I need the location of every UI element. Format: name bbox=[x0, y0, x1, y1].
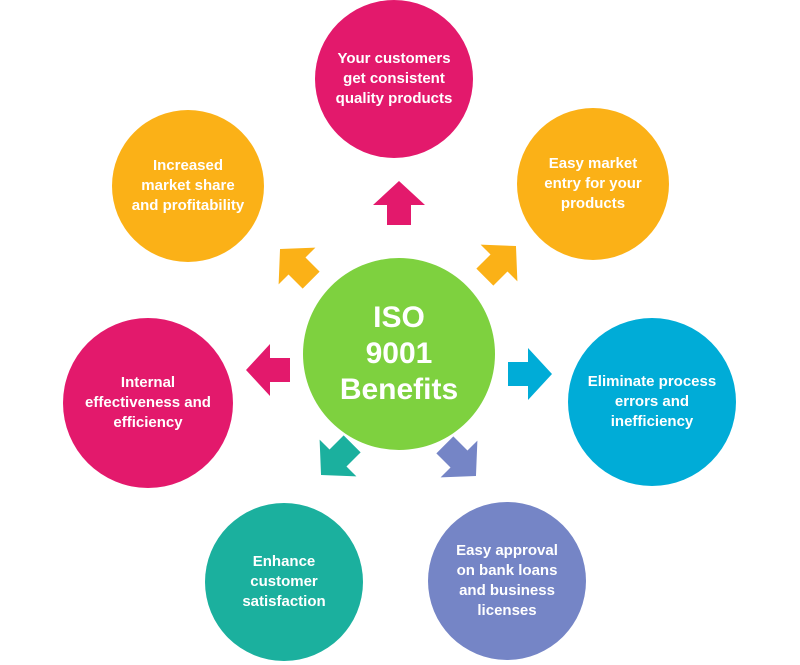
benefit-bubble-customer-satisfaction: Enhance customer satisfaction bbox=[205, 503, 363, 661]
benefit-text: Easy approval on bank loans and business… bbox=[456, 542, 558, 619]
benefit-bubble-eliminate-errors: Eliminate process errors and inefficienc… bbox=[568, 318, 736, 486]
benefit-text: Your customers get consistent quality pr… bbox=[335, 50, 453, 107]
arrow-up-right-icon bbox=[466, 227, 535, 296]
benefit-text: Increased market share and profitability bbox=[131, 157, 245, 214]
benefit-bubble-market-entry: Easy market entry for your products bbox=[517, 108, 669, 260]
center-title: ISO 9001 Benefits bbox=[324, 300, 474, 408]
arrow-up-left-icon bbox=[261, 230, 330, 299]
benefit-text: Enhance customer satisfaction bbox=[242, 553, 326, 610]
center-title-bubble: ISO 9001 Benefits bbox=[303, 258, 495, 450]
center-title-line-2: 9001 bbox=[365, 337, 433, 370]
center-title-line-1: ISO bbox=[373, 301, 425, 334]
benefit-text: Eliminate process errors and inefficienc… bbox=[587, 373, 717, 430]
benefit-bubble-market-share: Increased market share and profitability bbox=[112, 110, 264, 262]
benefit-bubble-consistent-quality: Your customers get consistent quality pr… bbox=[315, 0, 473, 158]
benefit-bubble-internal-effectiveness: Internal effectiveness and efficiency bbox=[63, 318, 233, 488]
benefit-bubble-bank-loans: Easy approval on bank loans and business… bbox=[428, 502, 586, 660]
center-title-line-3: Benefits bbox=[339, 373, 459, 406]
arrow-up-icon bbox=[373, 181, 425, 225]
benefit-text: Easy market entry for your products bbox=[544, 155, 642, 212]
benefit-text: Internal effectiveness and efficiency bbox=[85, 374, 211, 431]
arrow-left-icon bbox=[246, 344, 290, 396]
arrow-right-icon bbox=[508, 348, 552, 400]
